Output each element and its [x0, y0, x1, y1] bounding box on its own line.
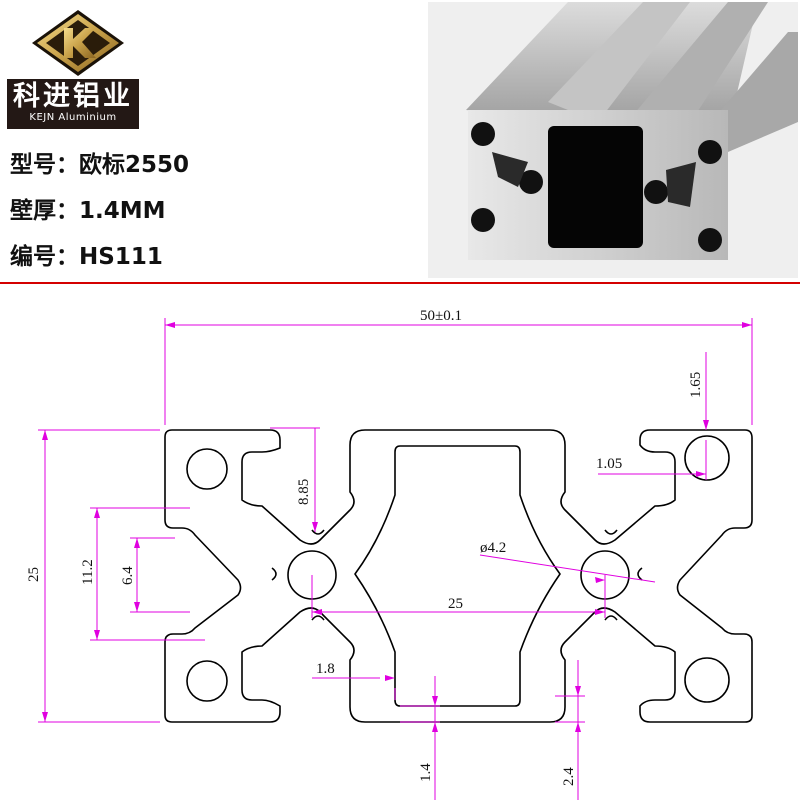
brand-banner: 科进铝业 KEJN Aluminium [7, 79, 139, 129]
profile-photo [428, 2, 798, 278]
section-divider [0, 282, 800, 284]
spec-wall-thickness: 壁厚：1.4MM [10, 195, 166, 227]
profile-outline [164, 429, 753, 723]
spec-wall-thickness-label: 壁厚： [10, 198, 79, 224]
dim-overall-height-label: 25 [26, 567, 42, 582]
spec-model-label: 型号： [10, 152, 79, 178]
dim-6-4-label: 6.4 [120, 566, 136, 585]
spec-part-number: 编号：HS111 [10, 241, 163, 273]
dim-1-05-label: 1.05 [596, 456, 622, 472]
dim-1-8-label: 1.8 [316, 661, 335, 677]
k-diamond-logo-icon [32, 10, 124, 76]
spec-model-value: 欧标2550 [79, 152, 190, 178]
dim-hole-diameter-label: ø4.2 [480, 540, 506, 556]
spec-part-number-label: 编号： [10, 244, 79, 270]
spec-wall-thickness-value: 1.4MM [79, 198, 166, 224]
dim-1-4-label: 1.4 [418, 763, 434, 782]
dim-8-85-label: 8.85 [296, 479, 312, 505]
header-panel: 科进铝业 KEJN Aluminium 型号：欧标2550 壁厚：1.4MM 编… [0, 0, 800, 282]
dim-overall-width-label: 50±0.1 [420, 308, 462, 324]
dimension-arrows [42, 322, 752, 732]
dim-center-distance-label: 25 [448, 596, 463, 612]
spec-part-number-value: HS111 [79, 244, 163, 270]
dim-1-65-label: 1.65 [688, 372, 704, 398]
dim-11-2-label: 11.2 [80, 559, 96, 585]
dimension-lines [38, 318, 753, 800]
spec-model: 型号：欧标2550 [10, 149, 189, 181]
profile-cross-section-drawing: 50±0.1 25 11.2 6.4 8.85 1.65 1.05 ø4.2 2… [26, 308, 753, 800]
brand-name-cn: 科进铝业 [13, 81, 133, 112]
dim-2-4-label: 2.4 [561, 767, 577, 786]
brand-name-en: KEJN Aluminium [29, 112, 117, 123]
